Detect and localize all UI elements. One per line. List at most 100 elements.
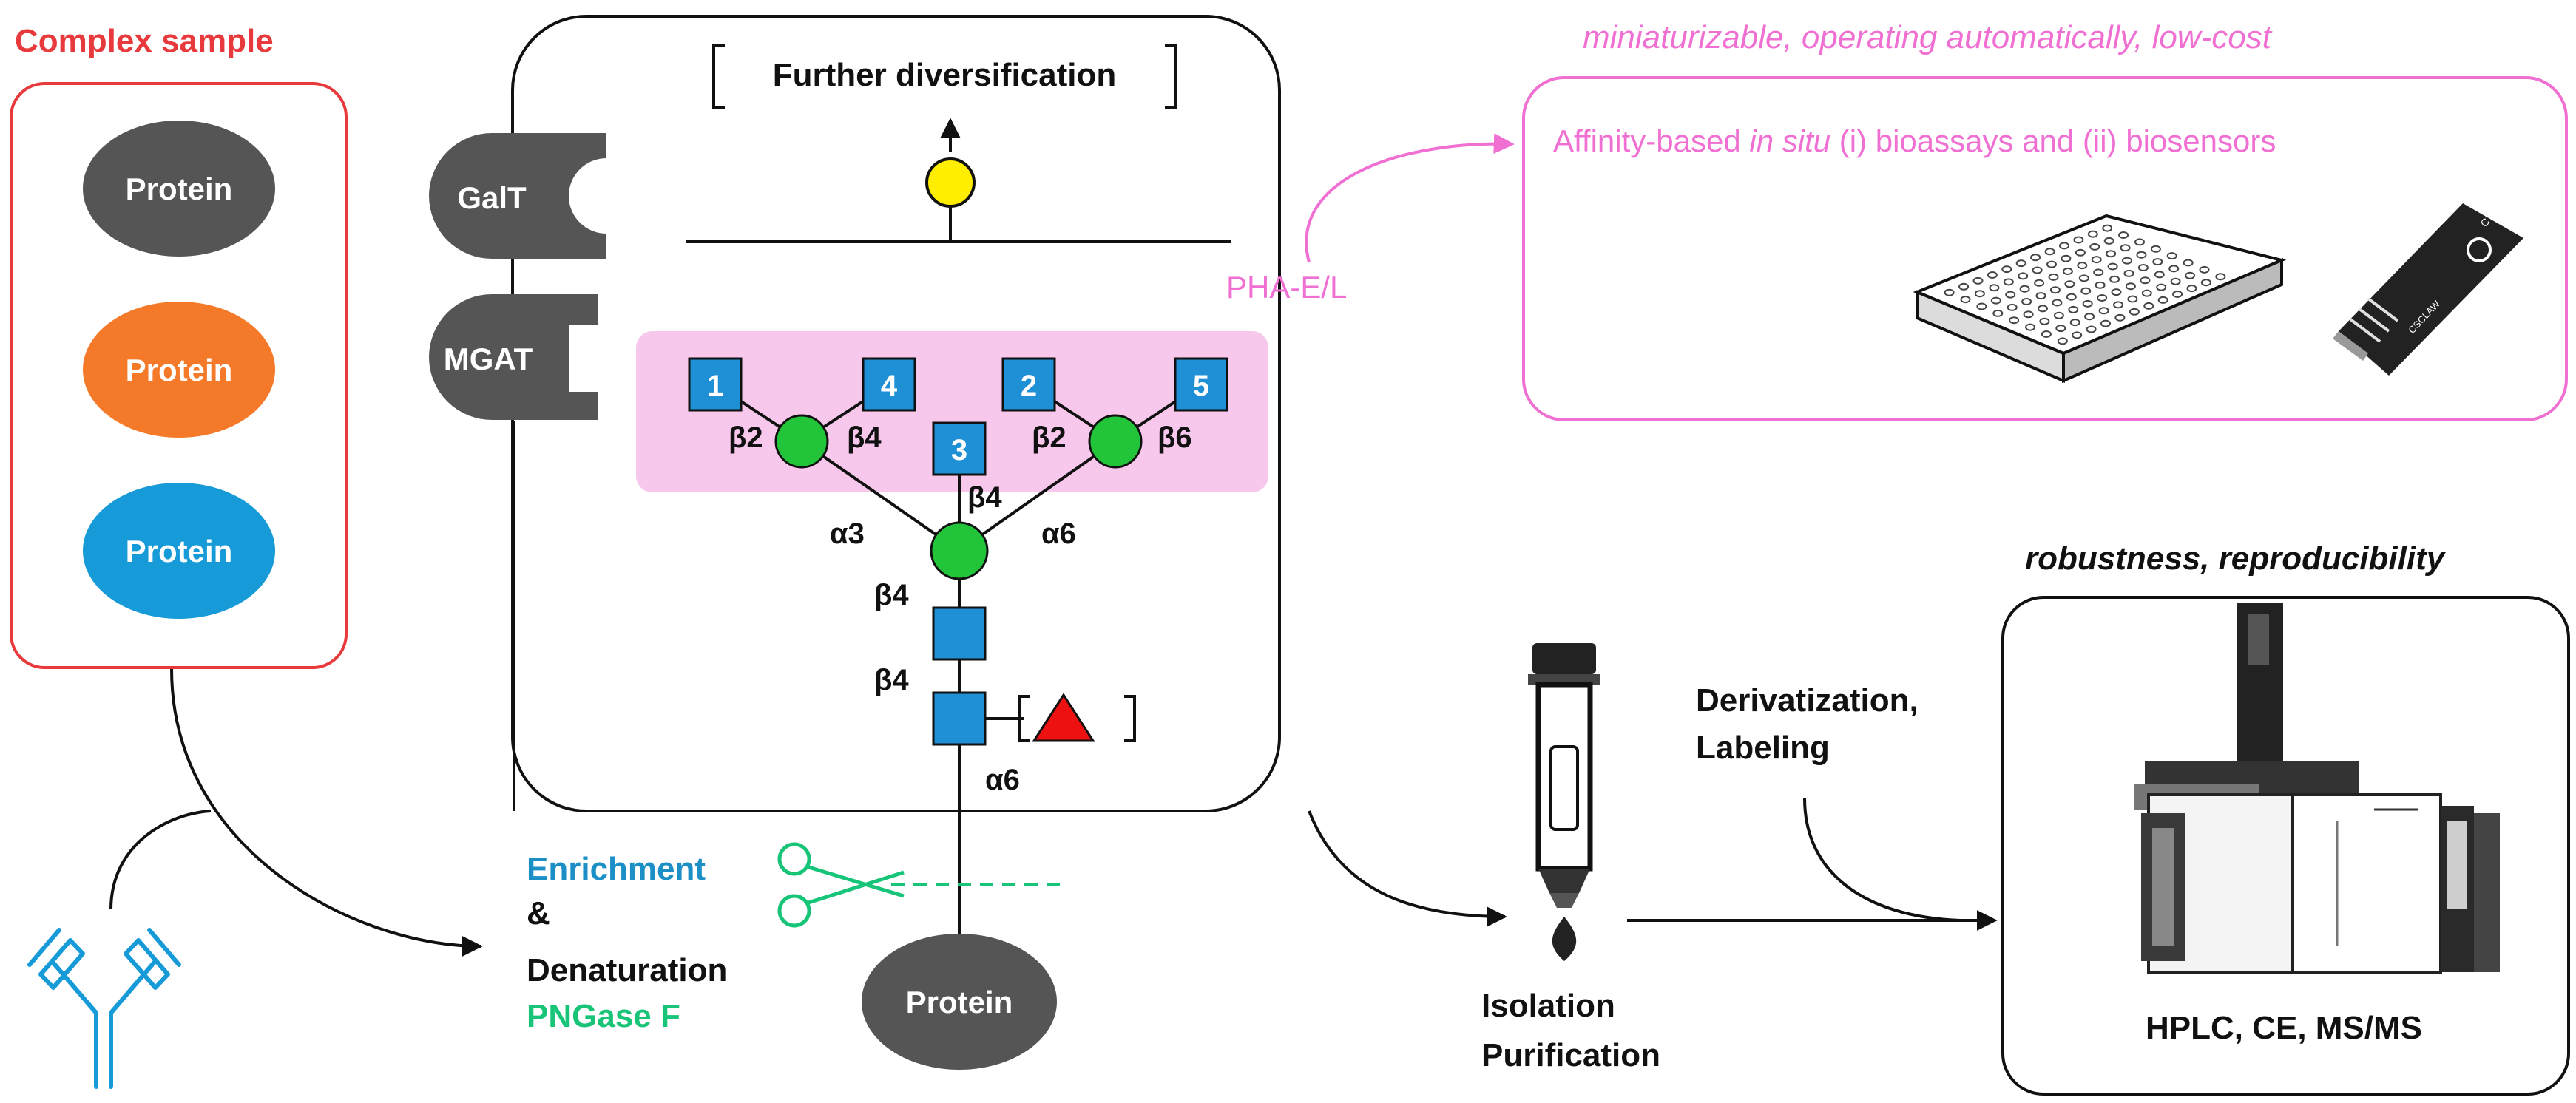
glcnac-2-number: 2 bbox=[1021, 370, 1037, 402]
pha-label: PHA-E/L bbox=[1226, 270, 1347, 305]
labeling-label: Labeling bbox=[1696, 730, 1830, 766]
glcnac-core-lower bbox=[932, 691, 987, 746]
microplate-well bbox=[2100, 319, 2111, 327]
microplate-well bbox=[2072, 331, 2083, 339]
affinity-title-post: (i) bioassays and (ii) biosensors bbox=[1830, 123, 2276, 158]
microplate-well bbox=[2125, 282, 2136, 291]
microplate-well bbox=[1972, 276, 1984, 285]
microplate-well bbox=[2039, 317, 2050, 325]
microplate-well bbox=[2059, 242, 2069, 250]
microplate-well bbox=[2015, 259, 2026, 268]
microplate-well bbox=[2082, 299, 2093, 308]
further-bracket-left bbox=[712, 44, 725, 109]
glcnac-3: 3 bbox=[932, 421, 987, 476]
microplate-well bbox=[2046, 260, 2057, 268]
antibody-arc bbox=[109, 810, 212, 910]
microplate-well bbox=[2005, 291, 2016, 299]
microplate-well bbox=[2057, 337, 2068, 345]
microplate-well bbox=[2185, 271, 2196, 279]
microplate-well bbox=[2089, 242, 2100, 251]
microplate-well bbox=[2086, 325, 2097, 333]
microplate-well bbox=[2127, 295, 2138, 303]
link-b4-lower: β4 bbox=[874, 664, 909, 696]
link-a6-fucose: α6 bbox=[985, 764, 1020, 796]
galactose-residue bbox=[925, 157, 976, 208]
link-b2-left: β2 bbox=[728, 421, 763, 454]
denaturation-label: Denaturation bbox=[527, 952, 727, 988]
microplate-well bbox=[2009, 316, 2020, 325]
mgat-label: MGAT bbox=[444, 342, 533, 376]
microplate-well bbox=[2003, 278, 2014, 286]
glycan-to-isolation-arrow bbox=[1308, 810, 1507, 927]
microplate-well bbox=[2140, 276, 2151, 285]
protein-blue: Protein bbox=[83, 483, 275, 619]
microplate-well bbox=[2111, 288, 2122, 296]
link-a6: α6 bbox=[1041, 517, 1076, 550]
microplate-well bbox=[2152, 258, 2163, 266]
affinity-title-pre: Affinity-based bbox=[1553, 123, 1749, 158]
purification-label: Purification bbox=[1481, 1037, 1660, 1073]
glcnac-3-number: 3 bbox=[951, 434, 967, 466]
microplate-well bbox=[2186, 285, 2197, 293]
microplate-well bbox=[1958, 282, 1970, 291]
microplate-well bbox=[2087, 230, 2098, 238]
microplate-well bbox=[2123, 269, 2134, 277]
microplate-well bbox=[2103, 237, 2114, 245]
microplate-well bbox=[2049, 286, 2061, 294]
complex-sample-box bbox=[10, 82, 348, 669]
analysis-tagline: robustness, reproducibility bbox=[2025, 540, 2447, 577]
microplate-well bbox=[2064, 280, 2075, 288]
microplate-well bbox=[2122, 257, 2132, 265]
derivatization-curve bbox=[1803, 798, 1961, 922]
microplate-well bbox=[1960, 296, 1971, 304]
microplate-well bbox=[2200, 279, 2211, 287]
analysis-box bbox=[2001, 596, 2570, 1096]
microplate-well bbox=[2136, 251, 2147, 259]
affinity-title: Affinity-based in situ (i) bioassays and… bbox=[1553, 123, 2276, 158]
link-b6-right: β6 bbox=[1157, 421, 1192, 454]
microplate-well bbox=[2001, 265, 2012, 274]
fucose-residue bbox=[1032, 693, 1095, 742]
microplate-icon bbox=[1913, 214, 2287, 384]
affinity-tagline: miniaturizable, operating automatically,… bbox=[1583, 19, 2273, 55]
protein-gray: Protein bbox=[83, 121, 275, 257]
microplate-well bbox=[2095, 281, 2106, 289]
biosensor-icon: CTI CSCLAW bbox=[2333, 203, 2523, 376]
microplate-well bbox=[2018, 272, 2029, 280]
microplate-well bbox=[2166, 252, 2177, 260]
pngase-label: PNGase F bbox=[527, 998, 680, 1034]
microplate-well bbox=[2061, 254, 2072, 262]
affinity-in-situ: in situ bbox=[1749, 123, 1830, 158]
microplate-well bbox=[2137, 264, 2149, 271]
microplate-well bbox=[2044, 248, 2055, 256]
microplate-well bbox=[2157, 296, 2168, 304]
microplate-well bbox=[2113, 301, 2123, 309]
microplate-well bbox=[1990, 296, 2001, 305]
microplate-well bbox=[2199, 265, 2210, 274]
sample-to-enrichment-arrow bbox=[170, 668, 483, 957]
protein-orange-label: Protein bbox=[126, 353, 233, 387]
microplate-well bbox=[1974, 290, 1985, 298]
microplate-well bbox=[2078, 274, 2089, 282]
microplate-well bbox=[1944, 288, 1955, 296]
analysis-methods: HPLC, CE, MS/MS bbox=[2146, 1010, 2422, 1046]
glcnac-5: 5 bbox=[1174, 357, 1228, 412]
glcnac-2: 2 bbox=[1001, 357, 1056, 412]
glcnac-4-number: 4 bbox=[881, 370, 898, 402]
link-a3: α3 bbox=[830, 517, 865, 550]
spe-cartridge-icon bbox=[1528, 643, 1600, 961]
core-protein-label: Protein bbox=[906, 985, 1013, 1019]
microplate-well bbox=[2091, 256, 2102, 264]
microplate-well bbox=[2080, 287, 2092, 295]
microplate-well bbox=[2093, 268, 2104, 276]
microplate-well bbox=[2106, 250, 2117, 258]
galt-enzyme: GalT bbox=[429, 133, 606, 259]
instrument-icon bbox=[2134, 603, 2500, 974]
microplate-well bbox=[1987, 271, 1998, 279]
microplate-well bbox=[2156, 283, 2167, 291]
microplate-well bbox=[2183, 259, 2194, 267]
glcnac-1: 1 bbox=[688, 357, 743, 412]
microplate-well bbox=[2052, 299, 2063, 307]
fucose-bracket-left bbox=[1018, 695, 1030, 742]
